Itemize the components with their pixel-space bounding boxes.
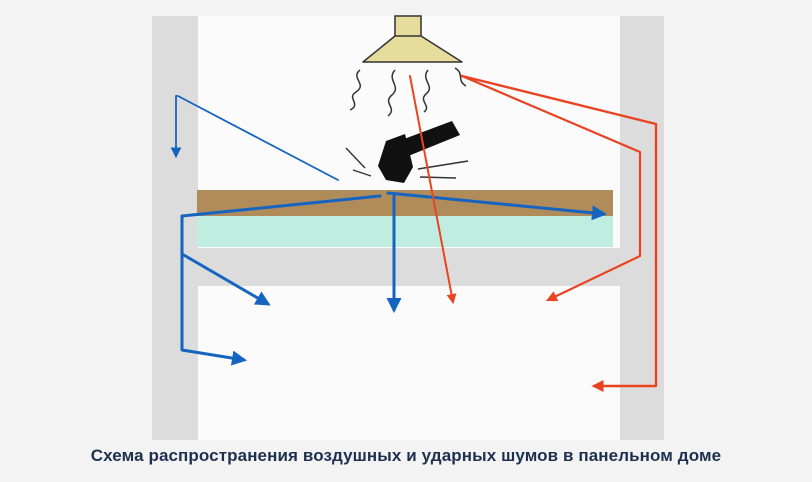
diagram-caption: Схема распространения воздушных и ударны…: [90, 446, 722, 465]
sound-waves-lamp: [349, 67, 467, 117]
lower-room: [198, 286, 620, 440]
blue-arrow-lower-room: [180, 194, 382, 306]
right-wall: [620, 16, 664, 440]
impact-noise-arrows: [170, 95, 607, 366]
impact-lines: [345, 147, 469, 179]
hammer-icon: [378, 121, 460, 183]
red-arrow-through-wall: [460, 74, 658, 392]
blue-arrow-lower-left: [180, 252, 247, 366]
red-arrow-through-slab: [460, 74, 642, 302]
soundproof-layer: [197, 216, 613, 247]
airborne-noise-arrows: [409, 74, 658, 392]
blue-arrow-along-floor: [386, 191, 607, 221]
red-arrow-center: [409, 75, 457, 304]
floor-slab: [198, 248, 620, 286]
left-wall: [152, 16, 198, 440]
lamp-icon: [362, 15, 463, 63]
